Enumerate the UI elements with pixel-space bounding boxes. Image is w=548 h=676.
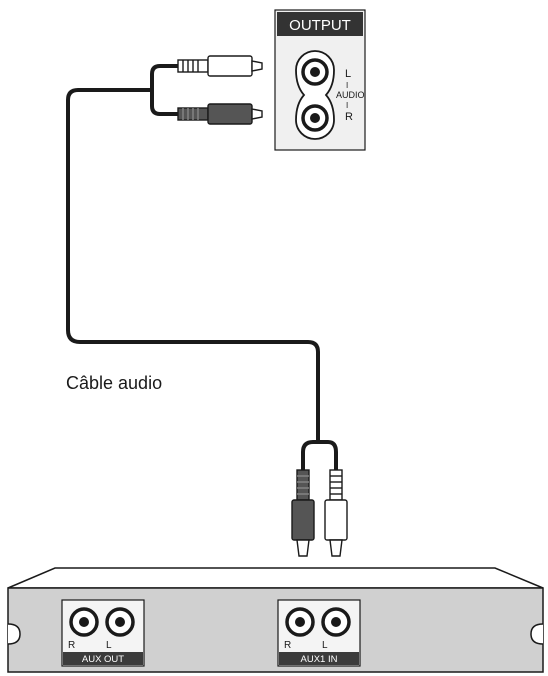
output-title: OUTPUT [289, 17, 351, 34]
aux-out-group: R L AUX OUT [61, 599, 145, 667]
audio-cable [66, 64, 338, 474]
bottom-plug-white [324, 469, 348, 557]
aux1-in-name: AUX1 IN [301, 654, 338, 665]
output-jack-left [301, 58, 329, 86]
aux1-in-jack-l [321, 607, 351, 637]
aux-out-jack-r [69, 607, 99, 637]
aux-out-label-r: R [68, 640, 75, 651]
aux-out-name: AUX OUT [82, 654, 124, 665]
bottom-plug-dark [291, 469, 315, 557]
output-label-sep-bottom: I [346, 101, 348, 110]
aux-out-label-l: L [106, 640, 112, 651]
receiver-device: R L AUX OUT R L AUX1 IN [7, 567, 544, 673]
output-jack-right [301, 104, 329, 132]
receiver-top-face [7, 567, 544, 589]
output-title-bar [277, 12, 363, 36]
aux1-in-group: R L AUX1 IN [277, 599, 361, 667]
aux-out-jack-l [105, 607, 135, 637]
aux1-in-jack-r [285, 607, 315, 637]
aux1-in-label-l: L [322, 640, 328, 651]
output-label-sep-top: I [346, 81, 348, 90]
output-label-right: R [345, 111, 353, 123]
cable-fork-bottom [301, 440, 338, 474]
cable-label: Câble audio [66, 373, 162, 393]
top-plug-dark [177, 103, 263, 125]
output-panel: OUTPUT L I AUDIO I R [274, 9, 366, 151]
aux1-in-label-r: R [284, 640, 291, 651]
output-label-audio: AUDIO [336, 90, 365, 100]
receiver-notch-left [7, 623, 21, 645]
top-plug-white [177, 55, 263, 77]
cable-fork-top [150, 64, 182, 116]
receiver-notch-right [530, 623, 544, 645]
cable-main-run [66, 88, 320, 444]
output-label-left: L [345, 68, 351, 80]
